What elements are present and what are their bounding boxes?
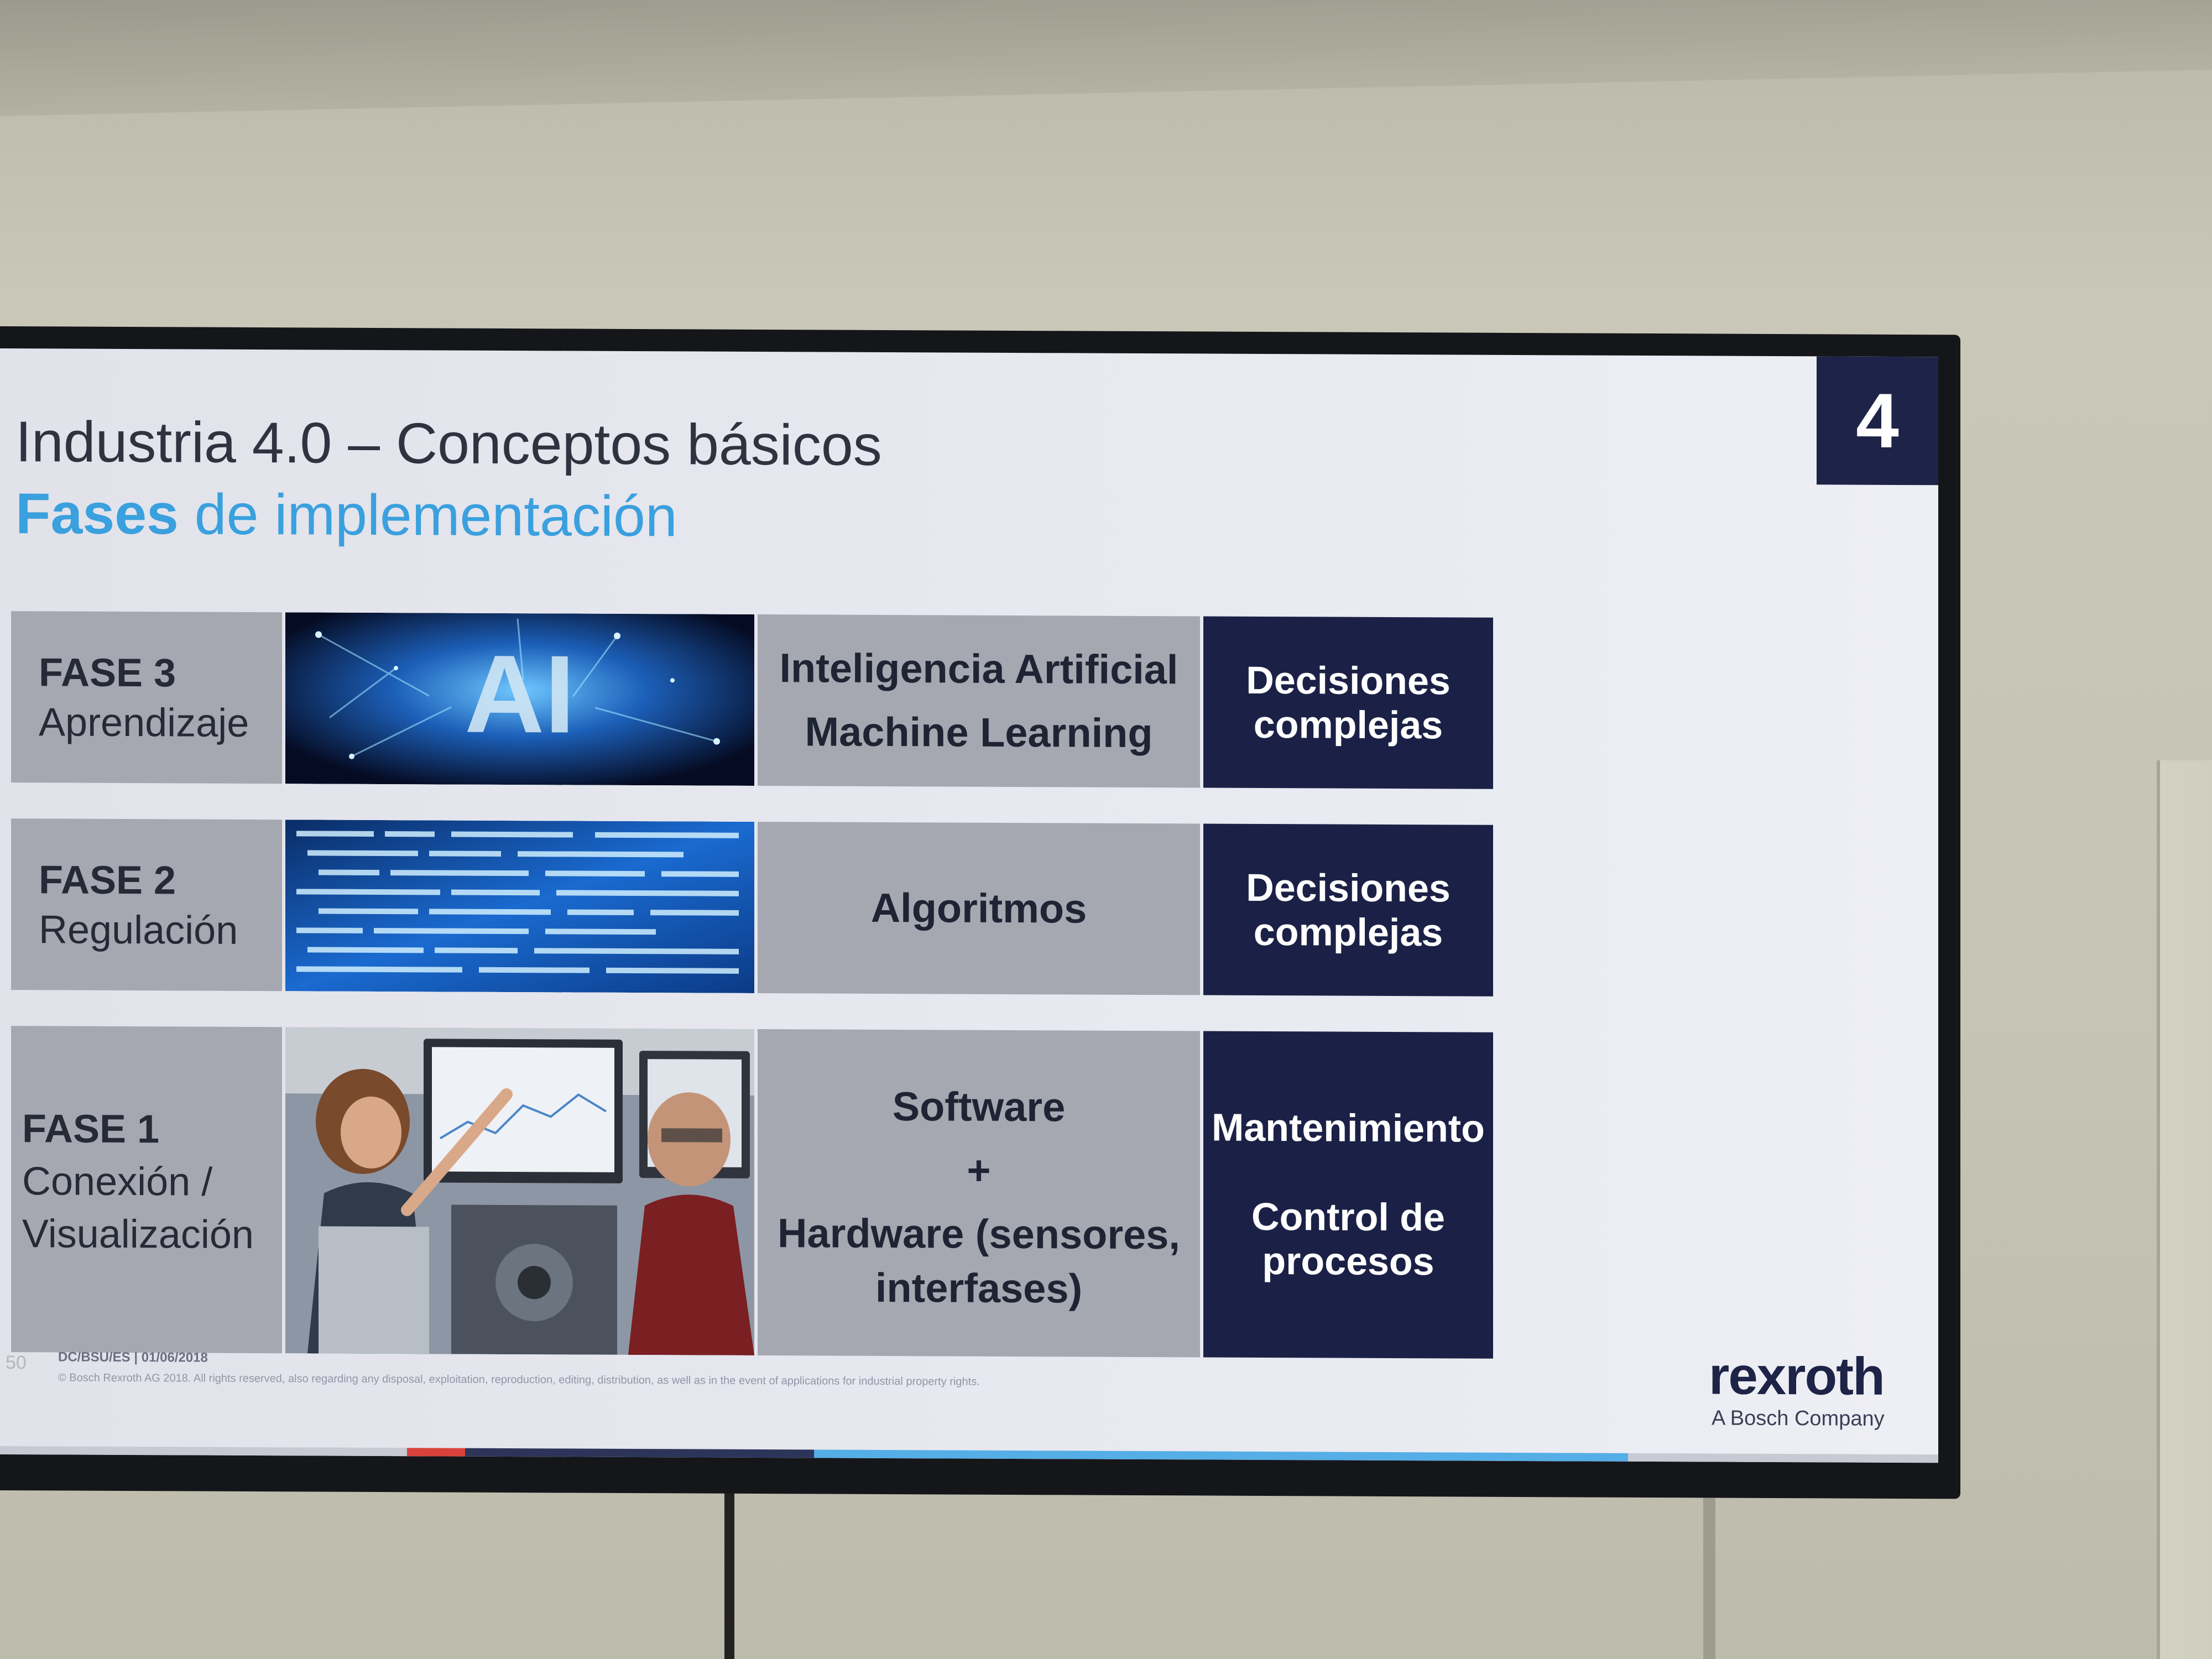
outcome-line: complejas <box>1253 910 1443 954</box>
description-line: + <box>967 1147 991 1193</box>
description-line: Machine Learning <box>805 708 1153 757</box>
outcome-line: Decisiones <box>1246 658 1451 702</box>
footer-document-id: DC/BSU/ES | 01/06/2018 <box>58 1349 208 1365</box>
phase-row-1: FASE 1 Conexión / Visualización <box>11 1026 1493 1359</box>
ai-brain-image: AI <box>285 612 754 786</box>
phase-outcome: Mantenimiento Control de procesos <box>1203 1031 1493 1359</box>
phase-description: Software + Hardware (sensores, interfase… <box>758 1029 1200 1358</box>
phase-description: Inteligencia Artificial Machine Learning <box>758 614 1200 788</box>
description-line: interfases) <box>875 1265 1083 1312</box>
phase-name: FASE 3 <box>39 650 176 696</box>
page-number-badge: 4 <box>1817 356 1938 486</box>
description-line: Algoritmos <box>870 884 1087 932</box>
phase-subtitle: Conexión / <box>22 1159 213 1204</box>
phase-name: FASE 2 <box>39 858 176 903</box>
phase-row-3: FASE 3 Aprendizaje <box>11 611 1493 789</box>
phase-subtitle: Aprendizaje <box>39 700 249 745</box>
description-line: Hardware (sensores, <box>777 1209 1180 1258</box>
phase-subtitle: Visualización <box>22 1212 254 1258</box>
tv-frame: Industria 4.0 – Conceptos básicos Fases … <box>0 326 1960 1499</box>
phase-description: Algoritmos <box>758 821 1200 995</box>
ai-image-text: AI <box>465 633 575 757</box>
phase-row-2: FASE 2 Regulación <box>11 818 1493 997</box>
phase-label-cell: FASE 3 Aprendizaje <box>11 611 282 784</box>
slide-subtitle: Fases de implementación <box>15 481 677 550</box>
phase-outcome: Decisiones complejas <box>1203 823 1493 997</box>
presentation-slide: Industria 4.0 – Conceptos básicos Fases … <box>0 348 1938 1463</box>
slide-title: Industria 4.0 – Conceptos básicos <box>15 410 882 478</box>
outcome-line: Control de <box>1251 1194 1445 1239</box>
phase-subtitle: Regulación <box>39 907 238 953</box>
outcome-line: Decisiones <box>1246 865 1451 910</box>
description-line: Software <box>892 1083 1066 1130</box>
outcome-line: procesos <box>1262 1239 1434 1284</box>
phase-outcome: Decisiones complejas <box>1203 616 1493 789</box>
ceiling <box>0 0 2212 116</box>
brand-tagline: A Bosch Company <box>1712 1406 1885 1431</box>
phase-label-cell: FASE 1 Conexión / Visualización <box>11 1026 282 1354</box>
footer-copyright: © Bosch Rexroth AG 2018. All rights rese… <box>58 1371 980 1388</box>
description-line: Inteligencia Artificial <box>779 645 1178 693</box>
outcome-line: Mantenimiento <box>1212 1105 1485 1150</box>
workers-monitor-image <box>285 1027 754 1355</box>
subtitle-rest: de implementación <box>178 482 677 549</box>
footer-slide-number: 50 <box>6 1352 27 1374</box>
source-code-image <box>285 820 754 993</box>
outcome-line: complejas <box>1253 702 1443 747</box>
phase-name: FASE 1 <box>22 1107 160 1152</box>
subtitle-highlight: Fases <box>15 482 179 547</box>
wall-corner <box>2157 760 2212 1659</box>
wall-bracket <box>1703 1493 1715 1659</box>
phase-label-cell: FASE 2 Regulación <box>11 818 282 992</box>
color-strip <box>0 1446 1938 1463</box>
rexroth-logo: rexroth <box>1709 1346 1884 1406</box>
tv-cable <box>724 1482 734 1659</box>
